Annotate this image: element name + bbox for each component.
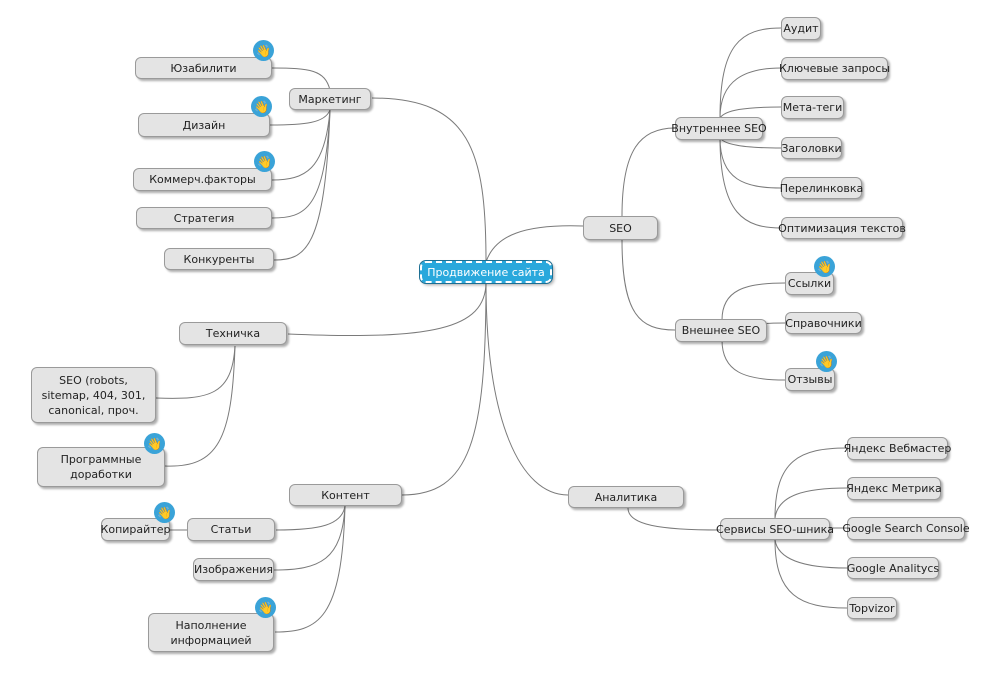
- topic-seo-technical[interactable]: SEO (robots, sitemap, 404, 301, canonica…: [31, 367, 156, 423]
- topic-linking[interactable]: Перелинковка: [780, 177, 863, 199]
- topic-audit[interactable]: Аудит: [781, 17, 821, 40]
- waving-hand-icon: 👋: [816, 351, 837, 372]
- topic-directories[interactable]: Справочники: [785, 312, 862, 334]
- topic-usability[interactable]: Юзабилити: [135, 57, 272, 79]
- topic-headings[interactable]: Заголовки: [781, 137, 842, 159]
- topic-filling-information[interactable]: Наполнение информацией: [148, 613, 274, 652]
- topic-strategy[interactable]: Стратегия: [136, 207, 272, 229]
- topic-yandex-webmaster[interactable]: Яндекс Вебмастер: [844, 437, 951, 460]
- topic-external-seo[interactable]: Внешнее SEO: [675, 319, 767, 342]
- waving-hand-icon: 👋: [255, 597, 276, 618]
- topic-google-analytics[interactable]: Google Analitycs: [847, 557, 939, 579]
- topic-competitors[interactable]: Конкуренты: [164, 248, 274, 270]
- topic-content[interactable]: Контент: [289, 484, 402, 506]
- topic-meta-tags[interactable]: Мета-теги: [781, 96, 844, 119]
- topic-design[interactable]: Дизайн: [138, 113, 270, 137]
- waving-hand-icon: 👋: [814, 256, 835, 277]
- waving-hand-icon: 👋: [253, 40, 274, 61]
- topic-articles[interactable]: Статьи: [187, 518, 275, 541]
- topic-analytics[interactable]: Аналитика: [568, 486, 684, 508]
- waving-hand-icon: 👋: [254, 151, 275, 172]
- waving-hand-icon: 👋: [154, 502, 175, 523]
- topic-yandex-metrika[interactable]: Яндекс Метрика: [846, 477, 942, 500]
- topic-keywords[interactable]: Ключевые запросы: [779, 57, 890, 80]
- topic-topvizor[interactable]: Topvizor: [847, 597, 897, 619]
- topic-text-optimization[interactable]: Оптимизация текстов: [778, 217, 906, 239]
- waving-hand-icon: 👋: [251, 96, 272, 117]
- topic-google-search-console[interactable]: Google Search Console: [842, 517, 970, 540]
- topic-seo[interactable]: SEO: [583, 216, 658, 240]
- central-topic[interactable]: Продвижение сайта: [419, 260, 553, 284]
- topic-software-improvements[interactable]: Программные доработки: [37, 447, 165, 487]
- topic-commercial-factors[interactable]: Коммерч.факторы: [133, 168, 272, 191]
- topic-seo-services[interactable]: Сервисы SEO-шника: [716, 518, 834, 540]
- waving-hand-icon: 👋: [144, 433, 165, 454]
- topic-images[interactable]: Изображения: [193, 558, 274, 581]
- topic-internal-seo[interactable]: Внутреннее SEO: [671, 117, 767, 140]
- topic-reviews[interactable]: Отзывы: [785, 368, 835, 391]
- topic-marketing[interactable]: Маркетинг: [289, 88, 371, 110]
- topic-copywriter[interactable]: Копирайтер: [101, 518, 170, 541]
- topic-technical[interactable]: Техничка: [179, 322, 287, 345]
- topic-links[interactable]: Ссылки: [785, 272, 834, 295]
